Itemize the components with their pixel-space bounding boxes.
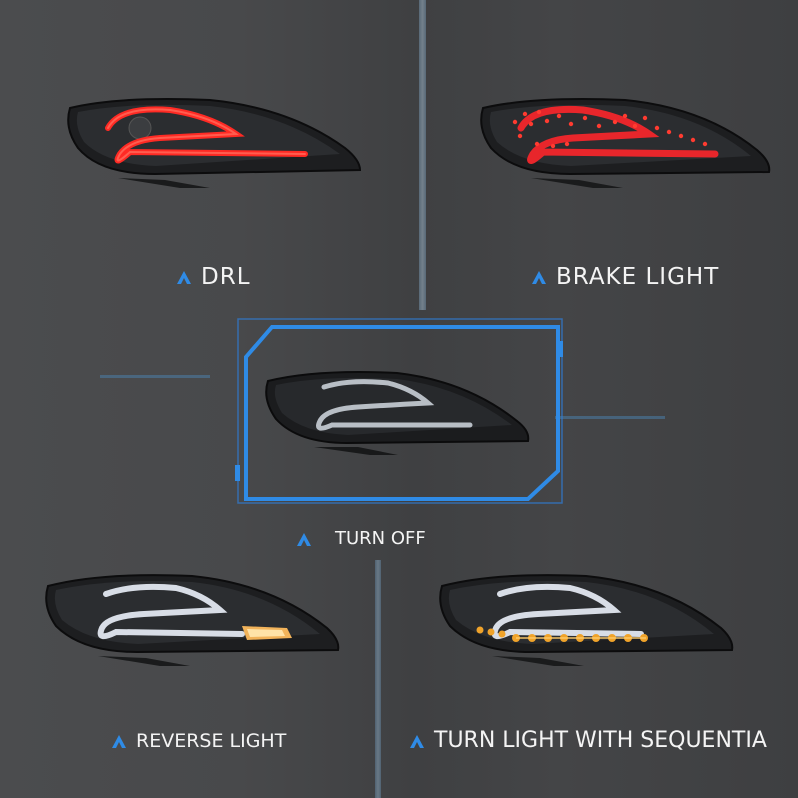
chevron-up-icon: [532, 271, 546, 284]
chevron-up-icon: [297, 532, 311, 546]
highlight-frame: [235, 318, 563, 504]
horizontal-seam-left: [100, 375, 210, 378]
taillight-off-image: [265, 371, 530, 455]
taillight-reverse-image: [45, 574, 340, 666]
horizontal-seam-right: [555, 416, 665, 419]
chevron-up-icon: [112, 735, 126, 748]
chevron-up-icon: [410, 734, 424, 748]
label-drl-text: DRL: [201, 264, 251, 290]
taillight-drl-image: [67, 98, 362, 188]
label-brake-light-text: BRAKE LIGHT: [556, 264, 720, 290]
label-turn-off-text: TURN OFF: [335, 528, 426, 549]
label-turn-light: TURN LIGHT WITH SEQUENTIA: [408, 728, 767, 753]
taillight-turn-image: [439, 574, 734, 666]
vertical-seam-top: [419, 0, 426, 310]
label-turn-light-text: TURN LIGHT WITH SEQUENTIA: [434, 728, 767, 753]
chevron-up-icon: [177, 271, 191, 284]
label-turn-off: TURN OFF: [295, 528, 426, 549]
label-brake-light: BRAKE LIGHT: [530, 264, 719, 290]
vertical-seam-bottom: [375, 560, 381, 798]
label-reverse-light-text: REVERSE LIGHT: [136, 730, 287, 752]
label-reverse-light: REVERSE LIGHT: [110, 730, 286, 752]
label-drl: DRL: [175, 264, 251, 290]
taillight-brake-image: [480, 98, 771, 188]
